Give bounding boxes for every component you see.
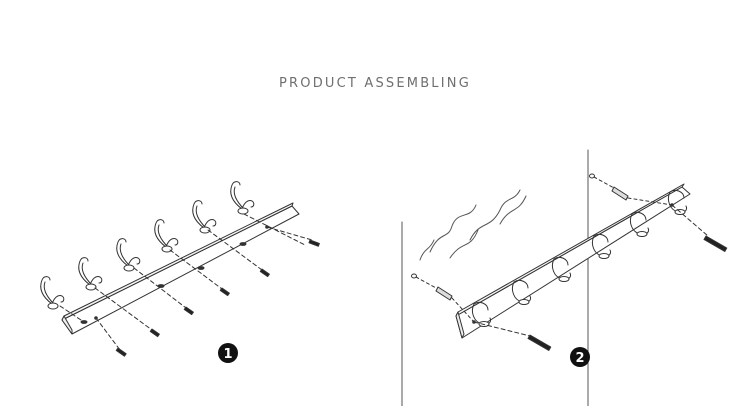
hook-4 bbox=[591, 233, 611, 259]
step-number-1: 1 bbox=[223, 347, 232, 362]
anchor-right bbox=[589, 173, 673, 206]
hook-5 bbox=[629, 211, 649, 237]
anchor-left bbox=[411, 273, 475, 323]
screw-icons-rack-1 bbox=[115, 239, 320, 357]
page-title: PRODUCT ASSEMBLING bbox=[278, 76, 471, 91]
hook-3 bbox=[551, 256, 571, 282]
hook-5 bbox=[192, 200, 217, 234]
screws-rack-1 bbox=[59, 213, 313, 351]
wall bbox=[401, 149, 589, 406]
hook-2 bbox=[78, 257, 103, 291]
rack-2 bbox=[455, 183, 691, 339]
hook-1 bbox=[40, 276, 65, 310]
rack-1 bbox=[61, 202, 300, 335]
wall-anchors bbox=[411, 173, 673, 323]
step-number-2: 2 bbox=[575, 351, 584, 366]
hook-3 bbox=[116, 238, 141, 272]
screws-rack-2 bbox=[473, 204, 728, 351]
hook-2 bbox=[511, 279, 531, 305]
step-badge-2: 2 bbox=[570, 347, 590, 367]
step-badge-1: 1 bbox=[218, 343, 238, 363]
hook-6 bbox=[230, 181, 255, 215]
hooks-rack-1 bbox=[40, 181, 255, 310]
pin-marks-rack-1 bbox=[80, 242, 247, 324]
hook-4 bbox=[154, 219, 179, 253]
